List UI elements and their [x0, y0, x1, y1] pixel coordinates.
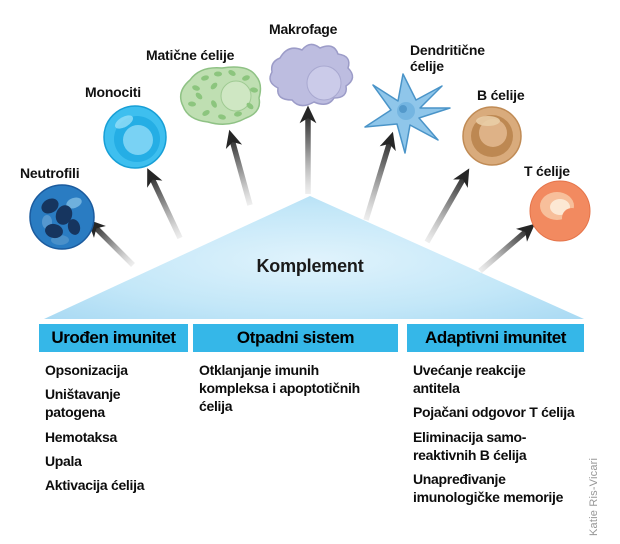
label-dendriticne: Dendritične ćelije [410, 42, 485, 75]
arrow-to-b-celije [424, 168, 470, 244]
arrow-to-dendriticne [363, 131, 396, 221]
makrofag-cell-illustration [269, 43, 354, 107]
label-maticne: Matične ćelije [146, 47, 235, 63]
maticna-cell-illustration [179, 66, 262, 125]
column-list-otpadni-sistem: Otklanjanje imunih kompleksa i apoptotič… [193, 361, 398, 416]
column-header-adaptivni-imunitet: Adaptivni imunitet [407, 324, 584, 352]
column-otpadni-sistem: Otpadni sistem Otklanjanje imunih komple… [193, 324, 398, 422]
arrow-to-maticne [225, 129, 253, 206]
dendriticna-cell-illustration [364, 73, 451, 154]
t-cell-illustration [529, 180, 591, 242]
column-list-urodjen-imunitet: Opsonizacija Uništavanje patogena Hemota… [39, 361, 188, 494]
monocit-cell-illustration [103, 105, 167, 169]
list-item: Upala [45, 452, 82, 469]
label-t-celije: T ćelije [524, 163, 570, 179]
illustrator-credit: Katie Ris-Vicari [588, 457, 600, 536]
label-makrofage: Makrofage [269, 21, 338, 37]
complement-arrows [87, 105, 535, 274]
column-header-otpadni-sistem: Otpadni sistem [193, 324, 398, 352]
list-item: Otklanjanje imunih kompleksa i apoptotič… [199, 362, 360, 415]
label-monociti: Monociti [85, 84, 141, 100]
b-cell-illustration [462, 106, 522, 166]
label-neutrofili: Neutrofili [20, 165, 80, 181]
label-b-celije: B ćelije [477, 87, 525, 103]
arrow-to-t-celije [478, 223, 535, 274]
list-item: Uništavanje patogena [45, 386, 121, 421]
list-item: Hemotaksa [45, 428, 118, 445]
list-item: Uvećanje reakcije antitela [413, 362, 526, 397]
arrow-to-monociti [147, 168, 183, 240]
komplement-label: Komplement [256, 256, 364, 276]
list-item: Aktivacija ćelija [45, 476, 145, 493]
column-adaptivni-imunitet: Adaptivni imunitet Uvećanje reakcije ant… [407, 324, 584, 512]
arrow-to-neutrofili [87, 219, 135, 267]
list-item: Unapređivanje imunologičke memorije [413, 470, 564, 506]
neutrofil-cell-illustration [29, 184, 95, 250]
list-item: Eliminacija samo- reaktivnih B ćelija [413, 428, 527, 463]
column-urodjen-imunitet: Urođen imunitet Opsonizacija Uništavanje… [39, 324, 188, 500]
list-item: Opsonizacija [45, 362, 128, 378]
column-list-adaptivni-imunitet: Uvećanje reakcije antitela Pojačani odgo… [407, 361, 584, 506]
komplement-triangle [44, 196, 584, 319]
column-header-urodjen-imunitet: Urođen imunitet [39, 324, 188, 352]
list-item: Pojačani odgovor T ćelija [413, 404, 575, 421]
